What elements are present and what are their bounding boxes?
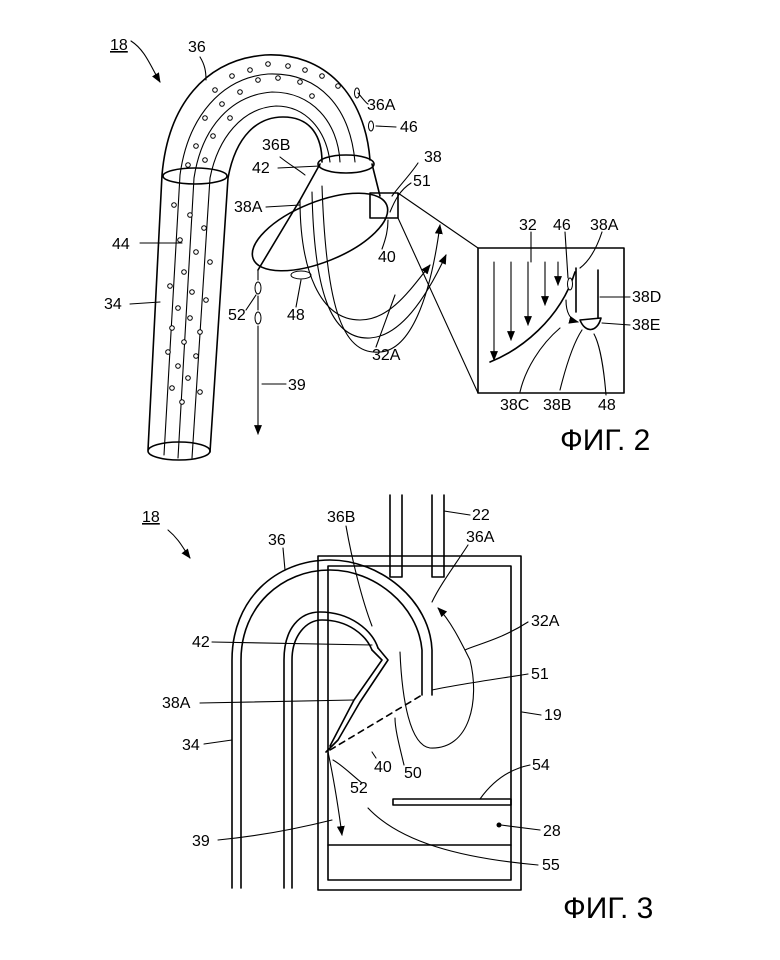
label-38e: 38E: [632, 317, 660, 334]
label-inset-46: 46: [553, 217, 571, 234]
u-tube-inner-right-2: [292, 620, 372, 888]
tube-streamline-1: [164, 74, 355, 455]
label-fig3-18: 18: [142, 509, 160, 526]
label-51: 51: [413, 173, 431, 190]
figure-3-caption: ФИГ. 3: [563, 892, 653, 925]
tube-36b-end-opening: [318, 155, 374, 173]
label-44: 44: [112, 236, 130, 253]
label-fig3-28: 28: [543, 823, 561, 840]
detail-box-51: [370, 193, 398, 218]
label-fig3-36a: 36A: [466, 529, 495, 546]
label-38c: 38C: [500, 397, 529, 414]
label-fig3-42: 42: [192, 634, 210, 651]
droplet-52b: [255, 312, 261, 324]
label-inset-48: 48: [598, 397, 616, 414]
label-32: 32: [519, 217, 537, 234]
label-38a: 38A: [234, 199, 263, 216]
inset-edge-38d: [576, 268, 598, 318]
inset-collector-48: [580, 318, 601, 330]
label-fig3-38a: 38A: [162, 695, 191, 712]
label-34: 34: [104, 296, 122, 313]
inset-flow-32-arrows: [494, 262, 558, 360]
label-42: 42: [252, 160, 270, 177]
inset-bell-wall-38c: [490, 272, 575, 362]
label-38d: 38D: [632, 289, 661, 306]
label-46: 46: [400, 119, 418, 136]
u-tube-outer-left: [232, 560, 432, 888]
curve-55: [368, 808, 538, 865]
pipe-22: [390, 495, 444, 577]
label-fig3-52: 52: [350, 780, 368, 797]
label-36: 36: [188, 39, 206, 56]
flow-32a-swirl-1: [300, 200, 430, 320]
inset-projection-bottom: [398, 218, 478, 393]
label-36b: 36B: [262, 137, 290, 154]
label-18: 18: [110, 37, 128, 54]
label-36a: 36A: [367, 97, 396, 114]
figure-3: 18 36B 22 36 36A 32A 42 51 38A 19 34 40 …: [142, 495, 653, 925]
tube-streamline-2: [178, 92, 340, 458]
droplet-52a: [255, 282, 261, 294]
figure-3-labels: 18 36B 22 36 36A 32A 42 51 38A 19 34 40 …: [142, 507, 653, 925]
label-fig3-36: 36: [268, 532, 286, 549]
label-fig3-51: 51: [531, 666, 549, 683]
label-fig3-34: 34: [182, 737, 200, 754]
bell-38a-inner-wall: [372, 164, 380, 196]
bubble-36a: [355, 88, 360, 98]
label-fig3-22: 22: [472, 507, 490, 524]
bell-38a-wall: [258, 164, 320, 270]
figure-2: 18 36 36A 46 36B 42 38 51 38A 44 34 32 4…: [104, 37, 661, 460]
label-fig3-54: 54: [532, 757, 550, 774]
inset-bubble-46: [568, 278, 573, 290]
housing-19-inner: [328, 566, 511, 880]
label-48: 48: [287, 307, 305, 324]
label-39: 39: [288, 377, 306, 394]
label-fig3-36b: 36B: [327, 509, 355, 526]
label-40: 40: [378, 249, 396, 266]
label-fig3-19: 19: [544, 707, 562, 724]
label-fig3-32a: 32A: [531, 613, 560, 630]
u-tube-outer-left-2: [241, 570, 422, 888]
flow-32a-fig3: [400, 608, 474, 748]
label-inset-38a: 38A: [590, 217, 619, 234]
label-32a: 32A: [372, 347, 401, 364]
bubble-46: [369, 121, 374, 131]
label-fig3-39: 39: [192, 833, 210, 850]
plate-54: [393, 799, 511, 805]
figure-2-caption: ФИГ. 2: [560, 424, 650, 457]
label-38b: 38B: [543, 397, 571, 414]
collector-48: [291, 271, 311, 279]
label-52: 52: [228, 307, 246, 324]
label-fig3-50: 50: [404, 765, 422, 782]
detail-inset-box: [478, 248, 624, 393]
opening-40: [330, 695, 422, 750]
label-38: 38: [424, 149, 442, 166]
flow-32a-swirl-3: [322, 186, 440, 352]
label-fig3-55: 55: [542, 857, 560, 874]
label-fig3-40: 40: [374, 759, 392, 776]
